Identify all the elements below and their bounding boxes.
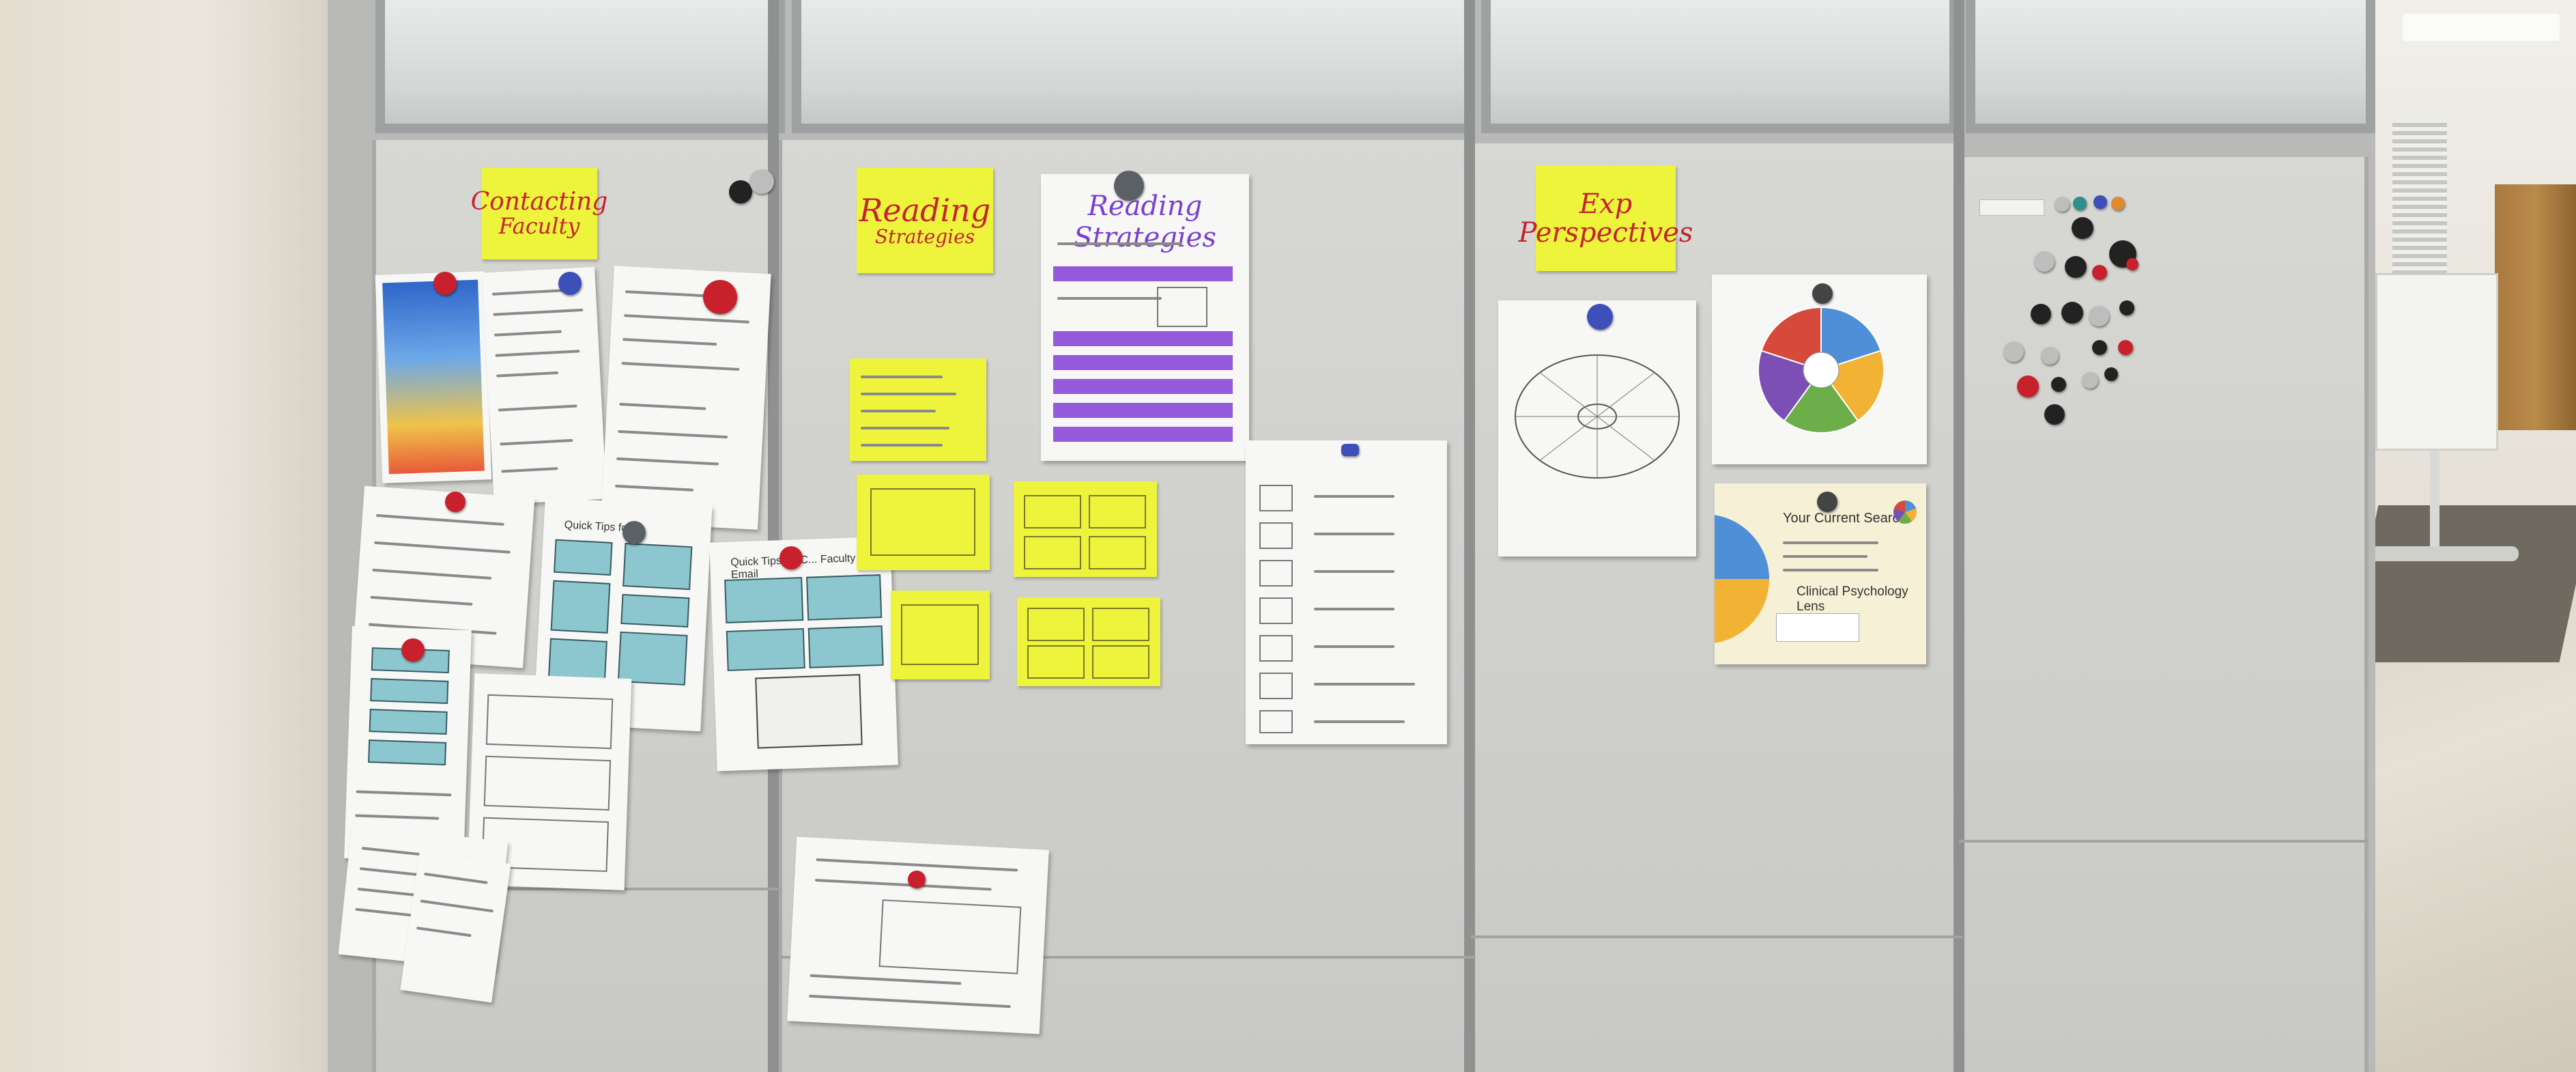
- magnet-blue: [1587, 304, 1613, 330]
- window-blinds: [2392, 123, 2447, 273]
- name-label-strip: [1979, 199, 2044, 216]
- cluster-magnet: [2051, 377, 2066, 392]
- sticky-wireframe-note: [1014, 481, 1157, 577]
- poster-pie-fragment: [1715, 514, 1769, 644]
- cluster-magnet: [2061, 302, 2083, 324]
- panel-seam: [372, 888, 782, 890]
- cluster-magnet: [2126, 258, 2138, 270]
- magnet-black: [729, 180, 752, 203]
- magnet-blue: [558, 272, 582, 295]
- sticky-list-note: [850, 358, 986, 461]
- quick-tips-handout-2: Quick Tips for C... Faculty Over Email: [709, 536, 898, 772]
- cluster-magnet: [2073, 197, 2087, 210]
- sticky-exp-perspectives: Exp Perspectives: [1519, 165, 1693, 271]
- sticky-wireframe-note: [1017, 597, 1160, 686]
- cluster-magnet: [2089, 306, 2109, 326]
- cluster-magnet: [2111, 197, 2125, 210]
- sticky-exp-perspectives-text: Exp Perspectives: [1518, 188, 1693, 249]
- sticky-wireframe-note: [857, 475, 990, 570]
- sticky-reading-strategies: Reading Strategies: [857, 167, 993, 273]
- magnet-grey: [1114, 171, 1144, 201]
- glass-panel-2: [792, 0, 1474, 133]
- panel-seam: [1959, 840, 2369, 843]
- cluster-magnet: [2093, 195, 2107, 209]
- panel-post-1: [768, 0, 779, 1072]
- cluster-magnet: [2118, 340, 2133, 355]
- perspective-wheel-sketch: [1498, 300, 1696, 556]
- whiteboard-stand-leg: [2430, 451, 2439, 553]
- sticky-wireframe-note: [891, 591, 990, 679]
- cluster-magnet: [2017, 376, 2039, 397]
- mobile-whiteboard: [2375, 273, 2498, 451]
- pinned-diagram-handout: [787, 836, 1049, 1034]
- example-email-box: [755, 674, 863, 749]
- wooden-doors: [2495, 184, 2576, 430]
- cluster-magnet: [2003, 341, 2024, 362]
- magnet-red: [779, 546, 803, 569]
- wheel-segment: [1783, 369, 1859, 434]
- handwritten-notes-paper: [482, 266, 607, 505]
- your-current-search-title: Your Current Search: [1783, 511, 1907, 526]
- magnet-red: [433, 272, 457, 295]
- ceiling-light: [2403, 14, 2560, 41]
- cluster-magnet: [2082, 372, 2098, 389]
- wheel-segment: [1820, 306, 1882, 371]
- perspective-wheel-poster: [1712, 274, 1927, 464]
- sticky-reading-line2: Strategies: [874, 225, 975, 248]
- magnet-silver: [749, 169, 774, 194]
- glass-panel-3: [1481, 0, 1959, 133]
- panel-seam: [778, 956, 1474, 959]
- glass-panel-1: [375, 0, 785, 133]
- magnet-red-large: [703, 280, 737, 314]
- reading-strategies-worksheet: Reading Strategies: [1041, 174, 1249, 461]
- cluster-magnet: [2072, 217, 2093, 239]
- cluster-magnet: [2031, 304, 2051, 324]
- magnet-red: [401, 638, 425, 662]
- magnet-cluster: [1990, 184, 2167, 444]
- magnet-blue-clip: [1341, 444, 1359, 456]
- magnet-black: [1817, 492, 1837, 512]
- search-preview-box: [1776, 613, 1859, 642]
- wheel-center: [1803, 352, 1840, 389]
- cluster-magnet: [2119, 300, 2134, 315]
- sticky-contacting-line2: Faculty: [498, 212, 580, 239]
- cluster-magnet: [2044, 404, 2065, 425]
- whiteboard-stand-base: [2369, 546, 2519, 561]
- glass-panel-4: [1966, 0, 2375, 133]
- cluster-magnet: [2034, 251, 2055, 272]
- reading-strategies-heading: Reading Strategies: [1074, 191, 1216, 253]
- cluster-magnet: [2092, 265, 2107, 280]
- cluster-magnet: [2104, 367, 2118, 381]
- magnet-red: [908, 871, 926, 888]
- perspective-wheel-chart: [1758, 306, 1885, 434]
- floor-mat: [2345, 505, 2576, 662]
- panel-post-2: [1464, 0, 1475, 1072]
- storyboard-checklist-paper: [1246, 440, 1447, 744]
- comic-illustration: [382, 279, 485, 475]
- comic-storyboard-paper: [375, 271, 492, 483]
- cluster-magnet: [2055, 197, 2070, 212]
- panel-seam: [1471, 935, 1962, 938]
- magnet-black: [1812, 283, 1833, 304]
- your-current-search-subtitle: Clinical Psychology Lens: [1797, 584, 1908, 614]
- magnet-red: [445, 492, 466, 512]
- your-current-search-poster: Your Current Search Clinical Psychology …: [1715, 483, 1926, 664]
- sticky-contacting-line1: Contacting: [470, 187, 608, 216]
- sticky-reading-line1: Reading: [859, 191, 991, 229]
- magnet-grey: [622, 521, 646, 544]
- cluster-magnet: [2092, 340, 2107, 355]
- cluster-magnet: [2065, 256, 2087, 278]
- left-wall: [0, 0, 328, 1072]
- wheel-sketch-drawing: [1515, 354, 1680, 479]
- panel-post-3: [1954, 0, 1964, 1072]
- mini-wheel-icon: [1893, 500, 1917, 524]
- wall-panel-4: [1959, 157, 2369, 1072]
- sticky-contacting-faculty: Contacting Faculty: [471, 167, 607, 259]
- handwritten-notes-paper: [601, 266, 771, 530]
- wheel-segment: [1760, 306, 1822, 371]
- cluster-magnet: [2041, 347, 2059, 365]
- handout-form: [400, 851, 511, 1003]
